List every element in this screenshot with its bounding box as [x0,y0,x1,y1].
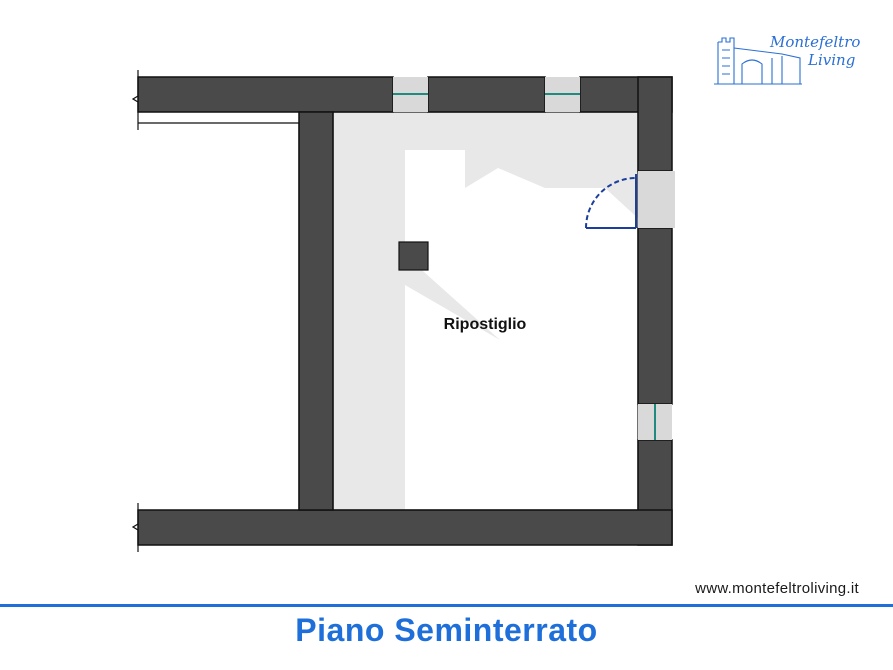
room-label: Ripostiglio [443,316,527,333]
floor-plan [131,70,675,552]
wall-right-middle [637,227,673,405]
wall-bottom [137,509,673,546]
window-top-1 [393,77,428,112]
door-opening [638,171,675,228]
room-outline [332,111,639,511]
window-right [638,404,672,440]
floor-title: Piano Seminterrato [295,612,598,648]
pillar [398,241,429,271]
brand-logo: Montefeltro Living [712,28,862,88]
wall-right-upper [637,76,673,172]
wall-break-marks [131,70,139,552]
floor-light-patch-2 [405,188,465,255]
left-room-outline [138,122,300,510]
wall-top-middle [427,76,546,113]
logo-text-line1: Montefeltro [770,33,861,51]
castle-icon [714,37,802,85]
wall-top-left [137,76,394,113]
logo-text-line2: Living [808,51,856,69]
footer-divider [0,604,893,607]
walls [137,76,673,546]
wall-interior [298,111,334,511]
door-swing [585,174,637,229]
window-top-2 [545,77,580,112]
website-link[interactable]: www.montefeltroliving.it [695,580,859,597]
